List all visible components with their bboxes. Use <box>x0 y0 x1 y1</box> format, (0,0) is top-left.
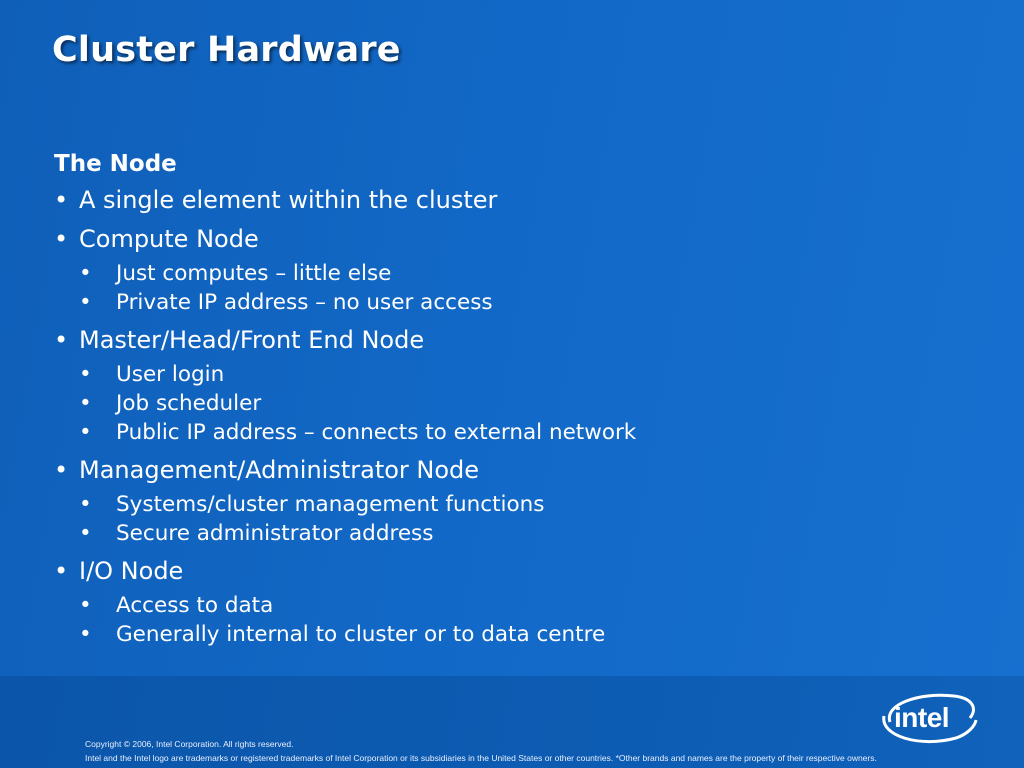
sub-bullet-text: User login <box>116 362 225 387</box>
bullet-list: • A single element within the cluster • Com… <box>54 181 994 649</box>
bullet-item: • Compute Node • Just computes – little els… <box>54 220 994 317</box>
bullet-dot-icon: • <box>54 557 69 585</box>
sub-bullet-item: • Systems/cluster management functions <box>54 490 994 519</box>
sub-bullet-dot-icon: • <box>79 290 92 315</box>
trademark-disclaimer: Intel and the Intel logo are trademarks … <box>85 753 877 763</box>
sub-bullet-list: • User login • Job scheduler • Public IP addr… <box>54 360 994 447</box>
bullet-row: • Master/Head/Front End Node <box>54 321 994 360</box>
bullet-text: Management/Administrator Node <box>79 456 480 484</box>
sub-bullet-text: Secure administrator address <box>116 521 434 546</box>
sub-bullet-list: • Just computes – little else • Private IP … <box>54 259 994 317</box>
sub-bullet-text: Private IP address – no user access <box>116 290 493 315</box>
sub-bullet-item: • Private IP address – no user access <box>54 288 994 317</box>
sub-bullet-dot-icon: • <box>79 521 92 546</box>
bullet-row: • I/O Node <box>54 552 994 591</box>
bullet-dot-icon: • <box>54 326 69 354</box>
bullet-row: • A single element within the cluster <box>54 181 994 220</box>
sub-bullet-dot-icon: • <box>79 261 92 286</box>
bullet-dot-icon: • <box>54 456 69 484</box>
sub-bullet-dot-icon: • <box>79 622 92 647</box>
bullet-text: Compute Node <box>79 225 259 253</box>
footer-band: intel Copyright © 2006, Intel Corporatio… <box>0 676 1024 768</box>
bullet-item: • Master/Head/Front End Node • User login • J… <box>54 321 994 447</box>
sub-bullet-list: • Access to data • Generally internal to cl… <box>54 591 994 649</box>
bullet-item: • Management/Administrator Node • Systems/c… <box>54 451 994 548</box>
sub-bullet-item: • Generally internal to cluster or to dat… <box>54 620 994 649</box>
bullet-item: • A single element within the cluster <box>54 181 994 220</box>
bullet-text: I/O Node <box>79 557 184 585</box>
sub-bullet-dot-icon: • <box>79 391 92 416</box>
sub-bullet-dot-icon: • <box>79 420 92 445</box>
slide-title: Cluster Hardware <box>52 30 401 70</box>
bullet-row: • Management/Administrator Node <box>54 451 994 490</box>
sub-bullet-text: Generally internal to cluster or to data… <box>116 622 606 647</box>
logo-wordmark: intel <box>894 702 950 733</box>
sub-bullet-text: Job scheduler <box>116 391 262 416</box>
bullet-dot-icon: • <box>54 225 69 253</box>
intel-logo-swoosh <box>882 693 978 743</box>
sub-bullet-item: • Access to data <box>54 591 994 620</box>
sub-bullet-dot-icon: • <box>79 362 92 387</box>
bullet-row: • Compute Node <box>54 220 994 259</box>
sub-bullet-text: Just computes – little else <box>116 261 392 286</box>
sub-bullet-dot-icon: • <box>79 492 92 517</box>
sub-bullet-dot-icon: • <box>79 593 92 618</box>
sub-bullet-item: • User login <box>54 360 994 389</box>
sub-bullet-text: Public IP address – connects to external… <box>116 420 637 445</box>
bullet-dot-icon: • <box>54 186 69 214</box>
slide-content: The Node • A single element within the cl… <box>54 148 994 653</box>
sub-bullet-item: • Just computes – little else <box>54 259 994 288</box>
sub-bullet-item: • Job scheduler <box>54 389 994 418</box>
intel-logo-icon: intel <box>880 692 978 744</box>
bullet-item: • I/O Node • Access to data • Generally inter… <box>54 552 994 649</box>
sub-bullet-item: • Secure administrator address <box>54 519 994 548</box>
section-heading: The Node <box>54 151 177 177</box>
sub-bullet-list: • Systems/cluster management functions • Se… <box>54 490 994 548</box>
sub-bullet-item: • Public IP address – connects to externa… <box>54 418 994 447</box>
copyright-text: Copyright © 2006, Intel Corporation. All… <box>85 739 294 749</box>
sub-bullet-text: Access to data <box>116 593 274 618</box>
bullet-text: A single element within the cluster <box>79 186 498 214</box>
sub-bullet-text: Systems/cluster management functions <box>116 492 545 517</box>
bullet-text: Master/Head/Front End Node <box>79 326 425 354</box>
